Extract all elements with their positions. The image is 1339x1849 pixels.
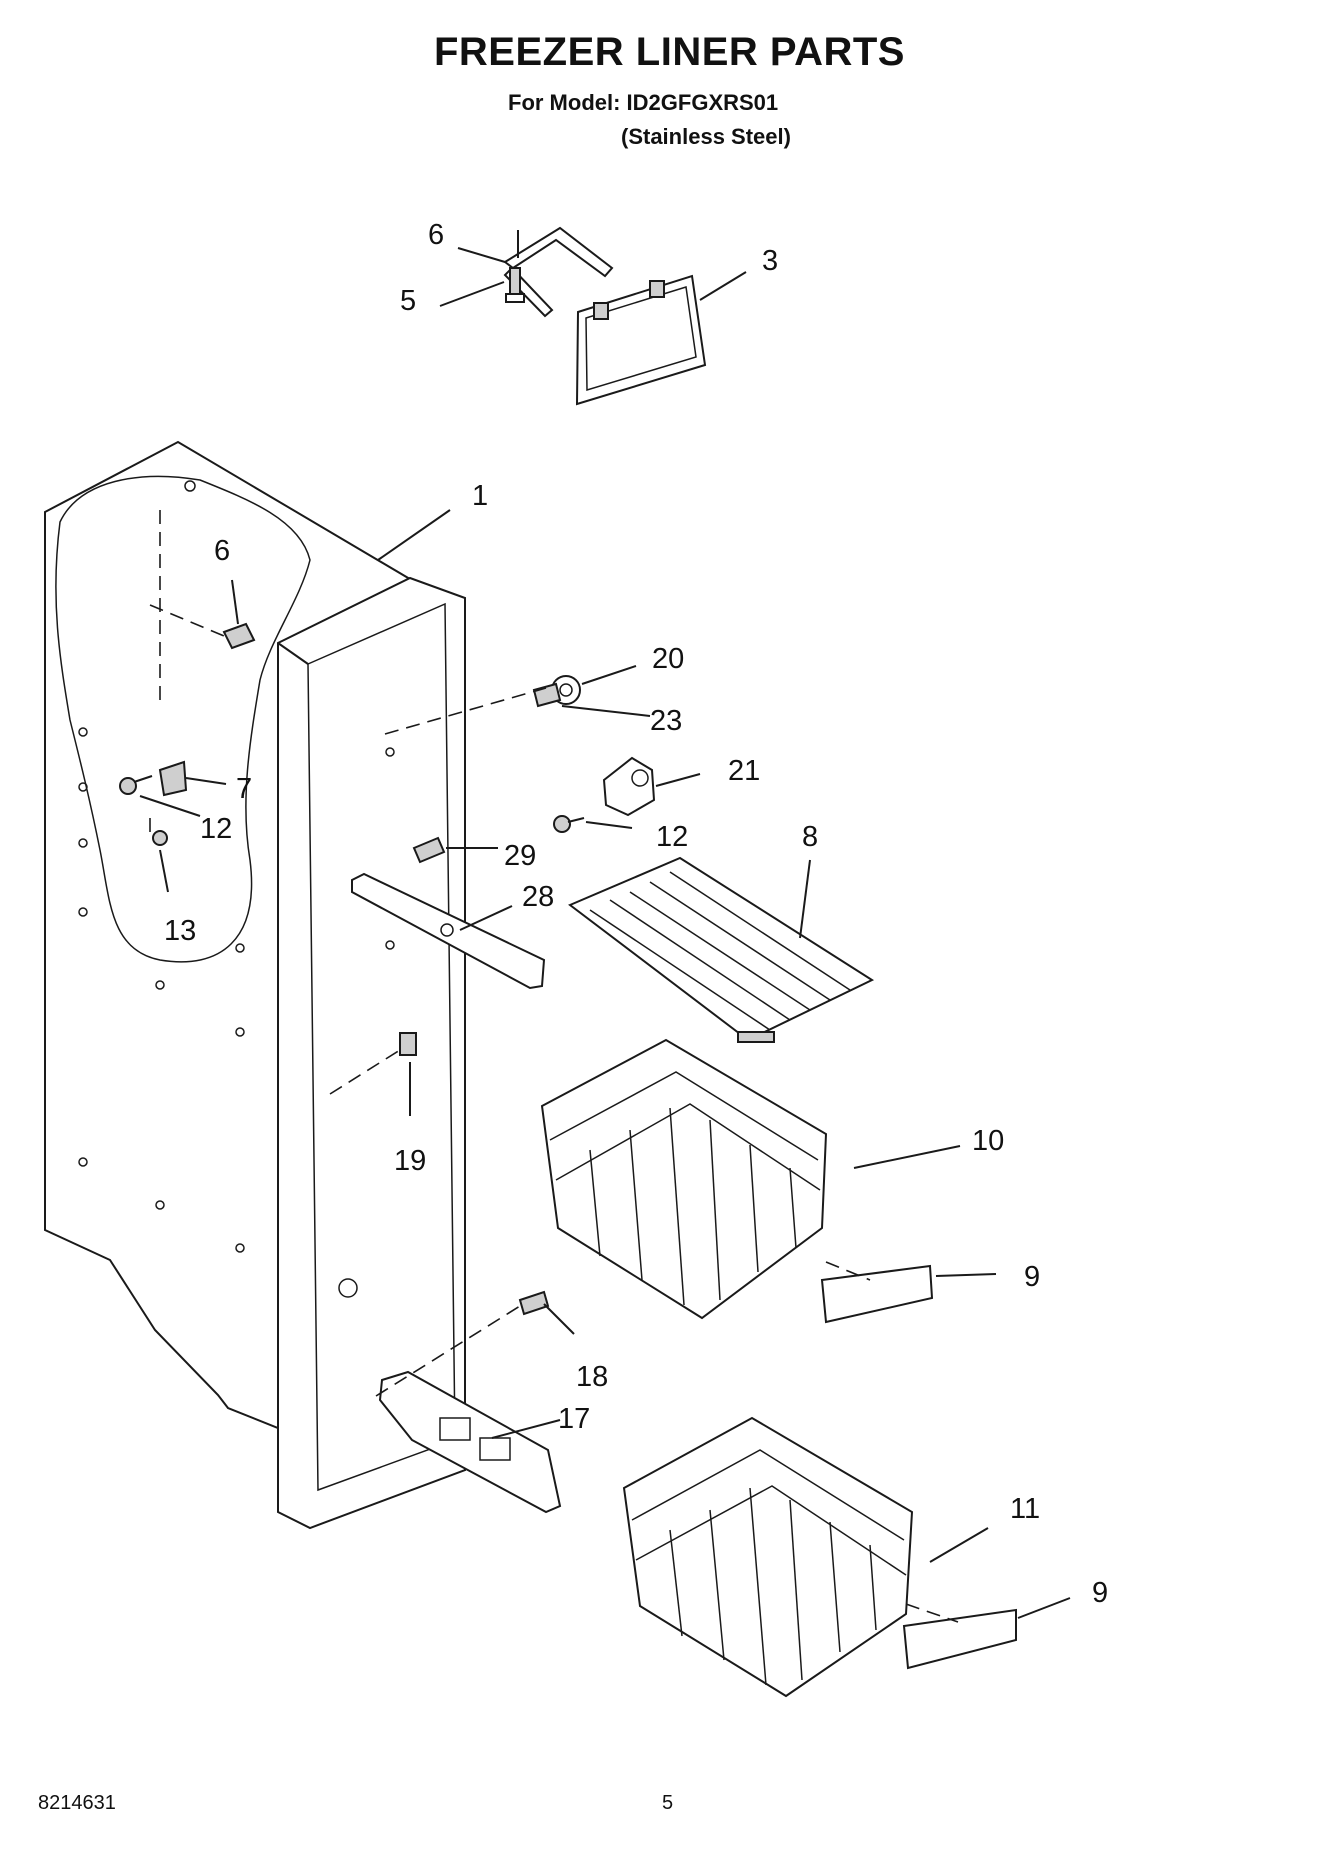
part-18-screw bbox=[518, 1290, 550, 1316]
part-3-cover bbox=[575, 274, 707, 406]
callout-9-lower: 9 bbox=[1092, 1577, 1108, 1609]
callout-1: 1 bbox=[472, 480, 488, 512]
leader-arrows bbox=[139, 247, 1071, 1619]
callout-20: 20 bbox=[652, 643, 684, 675]
page-title: FREEZER LINER PARTS bbox=[433, 30, 905, 74]
callout-labels: 6 5 3 1 6 7 12 13 29 28 19 20 23 21 12 8… bbox=[164, 219, 1108, 1609]
callout-17: 17 bbox=[558, 1403, 590, 1435]
callout-3: 3 bbox=[762, 245, 778, 277]
callout-6: 6 bbox=[214, 535, 230, 567]
callout-7: 7 bbox=[236, 773, 252, 805]
part-8-wire-shelf bbox=[568, 856, 875, 1043]
callout-23: 23 bbox=[650, 705, 682, 737]
part-29-screw bbox=[412, 836, 446, 864]
part-12-screw-right bbox=[553, 815, 585, 833]
callout-29: 29 bbox=[504, 840, 536, 872]
part-21-hinge bbox=[602, 756, 656, 817]
callout-2: 6 bbox=[428, 219, 444, 251]
part-9-trim-upper bbox=[820, 1264, 934, 1324]
part-6-clip bbox=[222, 622, 256, 650]
callout-12-right: 12 bbox=[656, 821, 688, 853]
callout-19: 19 bbox=[394, 1145, 426, 1177]
callout-9-upper: 9 bbox=[1024, 1261, 1040, 1293]
part-5-screw bbox=[505, 267, 525, 303]
part-1-freezer-liner bbox=[44, 440, 466, 1530]
part-12-screw-left bbox=[119, 775, 153, 795]
callout-21: 21 bbox=[728, 755, 760, 787]
callout-12-left: 12 bbox=[200, 813, 232, 845]
part-19-switch bbox=[399, 1032, 417, 1056]
part-11-basket bbox=[622, 1416, 914, 1698]
callout-11: 11 bbox=[1010, 1493, 1040, 1525]
callout-18: 18 bbox=[576, 1361, 608, 1393]
part-7-bracket bbox=[158, 760, 188, 797]
part-13-screw bbox=[152, 830, 168, 846]
page-number: 5 bbox=[662, 1792, 674, 1814]
callout-5: 5 bbox=[400, 285, 416, 317]
callout-8: 8 bbox=[802, 821, 818, 853]
part-23-screw bbox=[532, 682, 562, 708]
part-28-rail bbox=[351, 872, 546, 990]
part-10-basket bbox=[540, 1038, 828, 1320]
model-line: For Model: ID2GFGXRS01 bbox=[508, 90, 779, 115]
callout-28: 28 bbox=[522, 881, 554, 913]
part-9-trim-lower bbox=[902, 1608, 1017, 1670]
finish-line: (Stainless Steel) bbox=[621, 124, 791, 149]
alignment-lines bbox=[149, 510, 959, 1623]
callout-10: 10 bbox=[972, 1125, 1004, 1157]
document-number: 8214631 bbox=[38, 1792, 116, 1814]
callout-13: 13 bbox=[164, 915, 196, 947]
